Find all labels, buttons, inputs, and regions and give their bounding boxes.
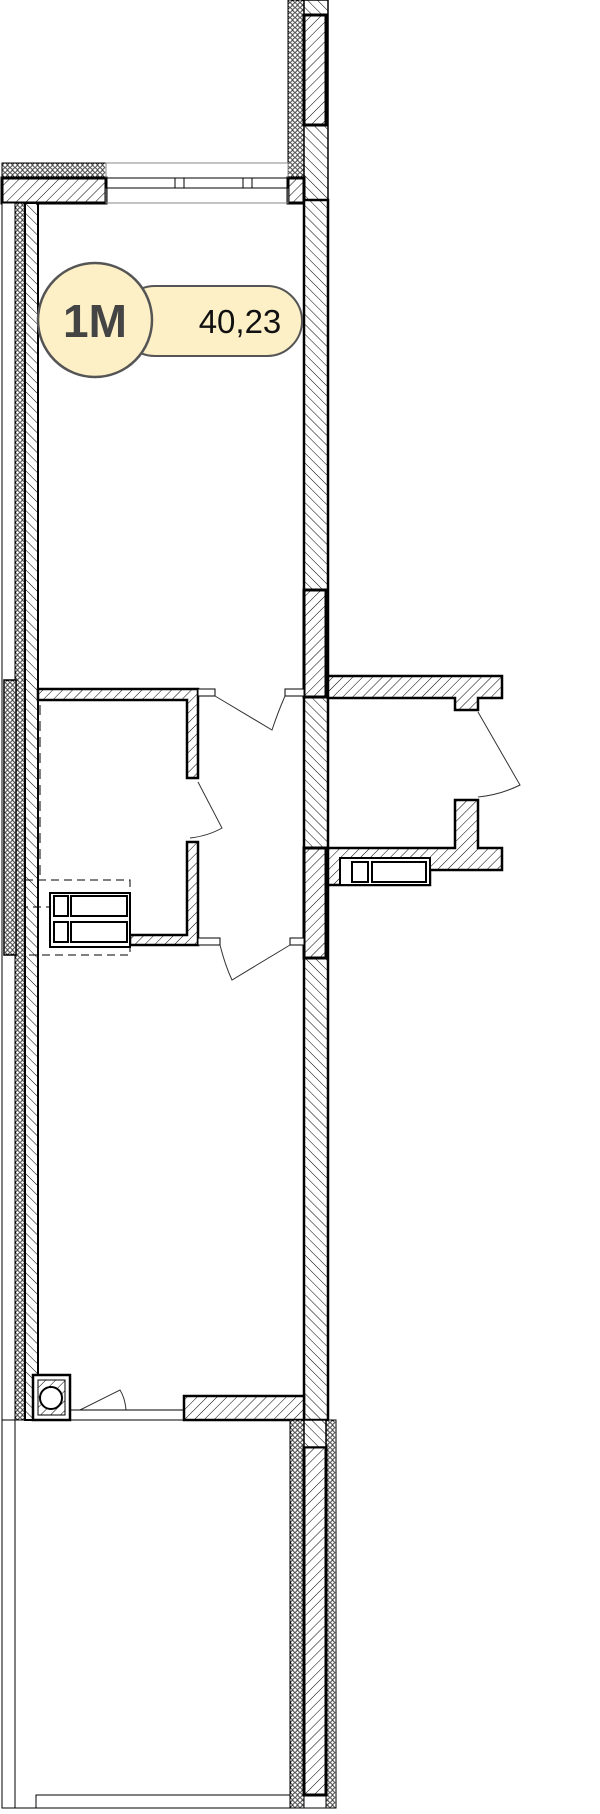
- unit-badge: 1M 40,23: [36, 261, 303, 379]
- unit-area: 40,23: [199, 303, 282, 340]
- column-bottom-right: [302, 1445, 328, 1797]
- balcony: [14, 1419, 337, 1809]
- wall-interior-upper: [36, 687, 200, 780]
- shaft-circle-icon: [39, 1386, 63, 1410]
- unit-circle: [36, 261, 154, 379]
- wall-top-left: [0, 176, 108, 205]
- insulation-top-left: [1, 162, 107, 179]
- wall-right: [302, 198, 330, 1422]
- insulation-top-right: [287, 0, 305, 179]
- wall-bottom: [182, 1394, 306, 1422]
- duct-right: [339, 857, 431, 886]
- window-bottom: [69, 1409, 185, 1421]
- window-top: [105, 162, 289, 204]
- wall-left: [24, 202, 39, 1421]
- wall-branch-upper: [326, 674, 504, 712]
- walls: [0, 0, 521, 1809]
- column-right-1: [302, 588, 328, 699]
- column-right-2: [302, 846, 328, 960]
- wall-interior-lower: [128, 840, 200, 947]
- unit-code: 1M: [63, 295, 127, 347]
- insulation-bottom-right: [289, 1419, 305, 1809]
- doors: [79, 695, 521, 1411]
- column-top-right: [302, 13, 328, 127]
- duct-left: [24, 879, 131, 956]
